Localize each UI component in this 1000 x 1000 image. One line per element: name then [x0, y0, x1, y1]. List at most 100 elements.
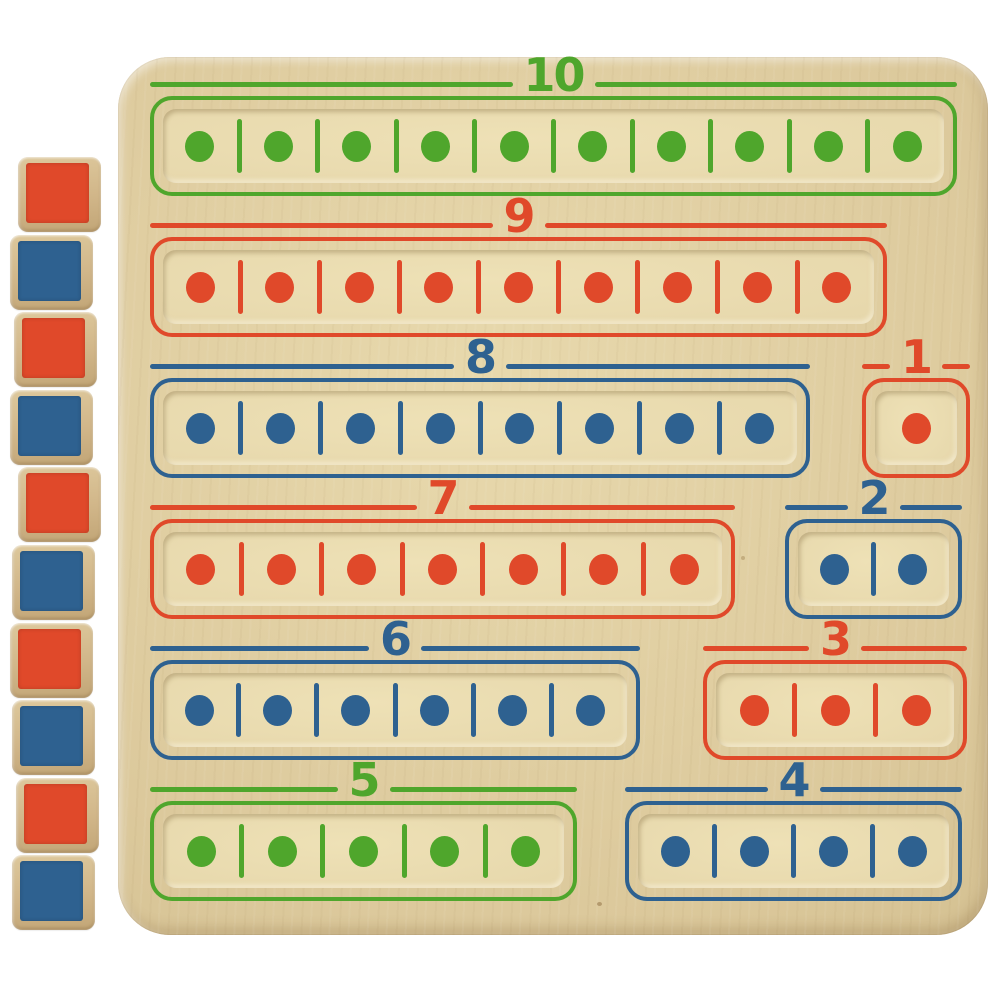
dot-cell: [163, 814, 239, 888]
tray-label: 3: [703, 615, 968, 662]
counting-dot: [656, 130, 686, 162]
counting-dot: [589, 553, 619, 585]
dot-cell: [556, 109, 630, 183]
counting-dot: [497, 694, 527, 726]
block-4-blue: [10, 390, 93, 465]
counting-dot: [660, 835, 690, 867]
separator-line: [237, 401, 243, 455]
counting-dot: [742, 271, 772, 303]
tray-number: 1: [901, 330, 933, 385]
tray-number: 2: [858, 471, 891, 526]
separator-line: [238, 542, 244, 596]
counting-dot: [820, 553, 849, 585]
dot-cell: [244, 814, 320, 888]
dot-cell: [642, 391, 717, 465]
dot-cell: [720, 250, 795, 324]
block-face-blue: [18, 241, 81, 301]
separator-line: [871, 542, 876, 596]
counting-dot: [508, 553, 538, 585]
separator-line: [396, 260, 402, 314]
tray-label: 2: [785, 471, 963, 526]
separator-line: [239, 824, 245, 878]
dot-cell: [481, 250, 556, 324]
dot-cell: [402, 250, 477, 324]
tray-recess: [163, 814, 564, 888]
separator-line: [557, 401, 563, 455]
tray-label: 7: [150, 471, 736, 526]
counting-dot: [818, 835, 848, 867]
dot-cell: [163, 109, 237, 183]
dot-cell: [722, 391, 797, 465]
dot-cell: [875, 814, 949, 888]
tray-outline: [150, 96, 957, 196]
dot-cell: [324, 532, 400, 606]
dot-cell: [322, 250, 397, 324]
dot-cell: [398, 673, 471, 747]
dot-cell: [243, 391, 318, 465]
separator-line: [717, 401, 723, 455]
tray-number: 9: [503, 189, 536, 244]
tray-7: 7: [150, 475, 736, 619]
tray-outline: [150, 660, 640, 760]
separator-line: [873, 683, 878, 737]
label-line-right: [544, 223, 888, 228]
block-face-red: [24, 784, 87, 844]
separator-line: [476, 260, 482, 314]
tray-3: 3: [703, 616, 968, 760]
separator-line: [236, 683, 242, 737]
counting-dot: [822, 271, 852, 303]
counting-dot: [892, 130, 922, 162]
tray-recess: [163, 109, 944, 183]
counting-dot: [428, 553, 458, 585]
counting-dot: [665, 412, 695, 444]
label-line-left: [150, 223, 493, 228]
separator-line: [550, 119, 556, 173]
counting-dot: [185, 412, 215, 444]
counting-dot: [347, 553, 377, 585]
dot-cell: [477, 109, 551, 183]
block-7-red: [10, 623, 93, 698]
counting-dot: [265, 271, 295, 303]
block-1-red: [18, 157, 101, 232]
counting-dot: [185, 271, 215, 303]
tray-label: 1: [862, 330, 971, 385]
dot-cell: [878, 673, 954, 747]
dot-cell: [792, 109, 866, 183]
dot-cell: [717, 814, 791, 888]
counting-dot: [425, 412, 455, 444]
dot-cell: [323, 391, 398, 465]
label-line-right: [389, 787, 578, 792]
dot-cell: [800, 250, 875, 324]
dot-cell: [319, 673, 392, 747]
counting-dot: [745, 412, 775, 444]
separator-line: [480, 542, 486, 596]
dot-cell: [716, 673, 792, 747]
label-line-left: [150, 505, 417, 510]
tray-outline: [150, 378, 810, 478]
block-face-red: [26, 163, 89, 223]
block-face-red: [18, 629, 81, 689]
separator-line: [314, 683, 320, 737]
dot-cell: [320, 109, 394, 183]
tray-label: 4: [625, 756, 963, 803]
label-line-right: [861, 646, 968, 651]
dot-cell: [483, 391, 558, 465]
separator-line: [712, 824, 717, 878]
separator-line: [708, 119, 714, 173]
dot-cell: [638, 814, 712, 888]
counting-dot: [185, 694, 215, 726]
separator-line: [470, 683, 476, 737]
dot-cell: [876, 532, 949, 606]
dot-cell: [640, 250, 715, 324]
tray-number: 10: [523, 48, 586, 103]
tray-recess: [163, 391, 797, 465]
separator-line: [392, 683, 398, 737]
block-10-blue: [12, 855, 95, 930]
dot-cell: [554, 673, 627, 747]
separator-line: [635, 260, 641, 314]
tray-6: 6: [150, 616, 641, 760]
tray-number: 7: [427, 471, 460, 526]
counting-dot: [585, 412, 615, 444]
counting-dot: [263, 130, 293, 162]
